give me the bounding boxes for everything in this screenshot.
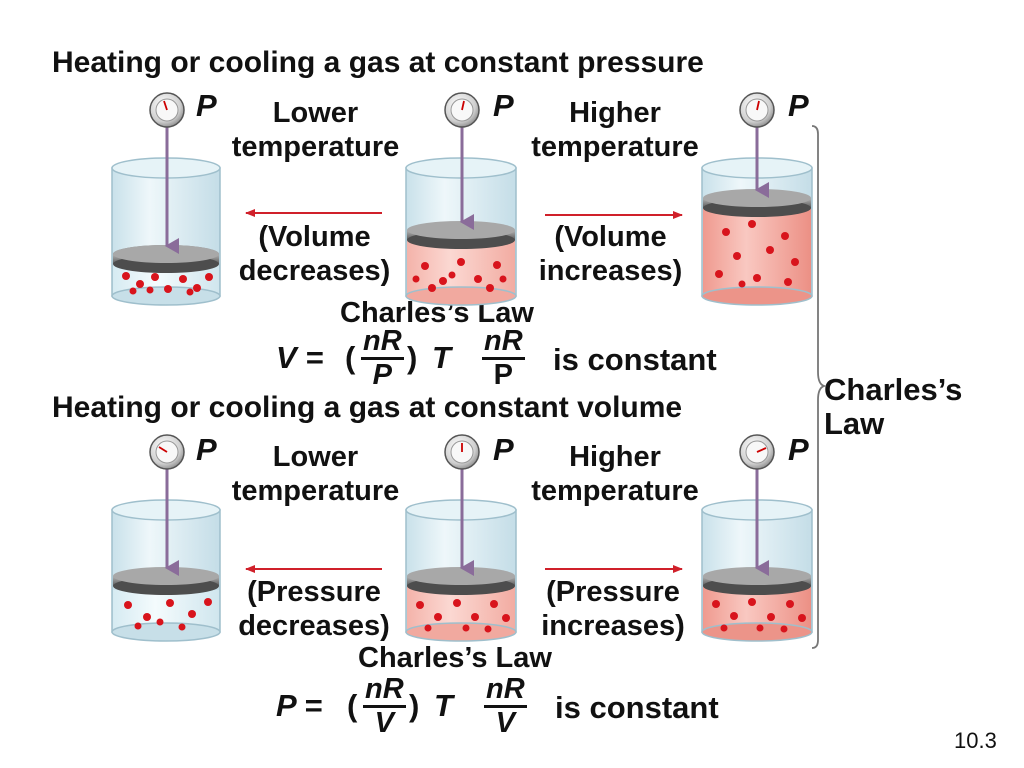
bottom-title: Heating or cooling a gas at constant vol… bbox=[52, 391, 683, 424]
gauge-label-p: P bbox=[493, 432, 514, 467]
slide-number: 10.3 bbox=[954, 728, 997, 753]
molecules-top-right bbox=[715, 220, 799, 288]
bottom-equation-close-paren: ) bbox=[409, 688, 420, 723]
gauge-label-p: P bbox=[196, 432, 217, 467]
bottom-constant-text: is constant bbox=[555, 690, 719, 725]
top-title: Heating or cooling a gas at constant pre… bbox=[52, 46, 704, 79]
pressure-rods-bottom bbox=[165, 466, 769, 576]
top-equation-open-paren: ( bbox=[345, 340, 356, 375]
top-equation-lhs: V = bbox=[276, 340, 324, 375]
cylinder-bottom-middle bbox=[405, 499, 517, 642]
top-constant-text: is constant bbox=[553, 342, 717, 377]
bottom-equation-lhs: P = bbox=[276, 688, 323, 723]
pressure-rods-top bbox=[165, 124, 769, 254]
bottom-equation-open-paren: ( bbox=[347, 688, 358, 723]
right-brace bbox=[811, 125, 827, 649]
top-equation-variable: T bbox=[432, 340, 451, 375]
bottom-equation-variable: T bbox=[434, 688, 453, 723]
molecules-bottom-left bbox=[124, 598, 212, 631]
molecules-bottom-middle bbox=[416, 599, 510, 633]
pressure-gauges-top bbox=[149, 92, 775, 128]
gauge-label-p: P bbox=[196, 88, 217, 123]
gauge-label-p: P bbox=[788, 432, 809, 467]
bottom-law-name: Charles’s Law bbox=[358, 642, 552, 674]
gauge-label-p: P bbox=[788, 88, 809, 123]
top-equation-close-paren: ) bbox=[407, 340, 418, 375]
molecules-bottom-right bbox=[712, 598, 806, 633]
pressure-gauges-bottom bbox=[149, 434, 775, 470]
molecules-top-middle bbox=[412, 258, 507, 292]
gauge-label-p: P bbox=[493, 88, 514, 123]
molecules-top-left bbox=[122, 272, 213, 296]
